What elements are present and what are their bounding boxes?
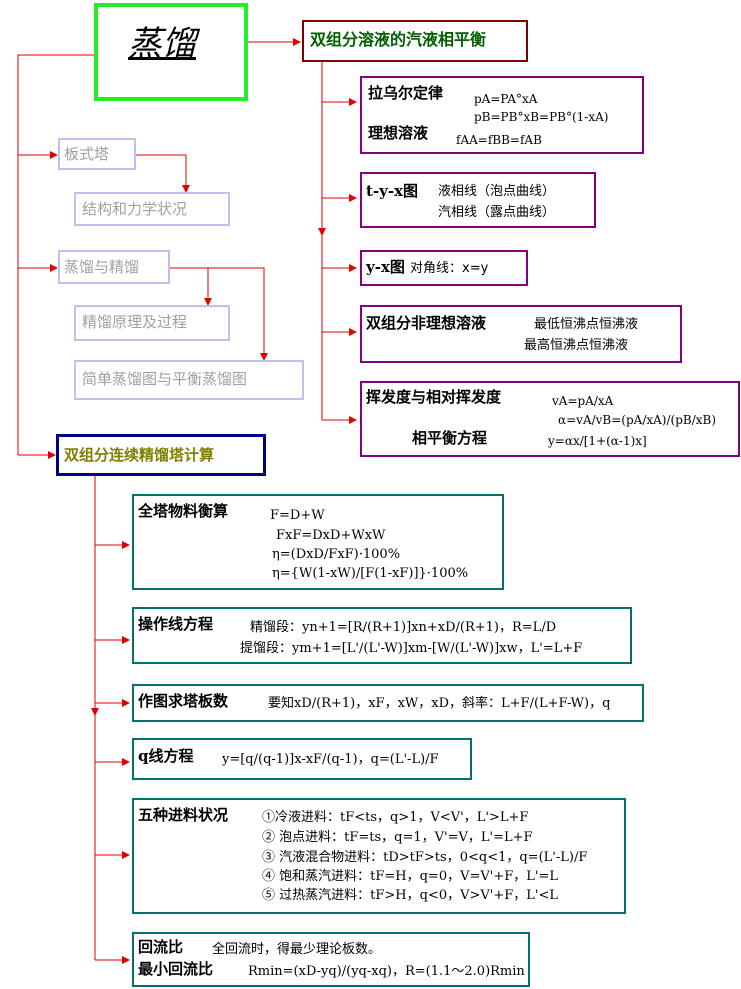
minreflux-title: 最小回流比 [138, 960, 214, 978]
material-3: η=(DxD/FxF)·100% [272, 547, 401, 562]
plate-tower-box [58, 138, 136, 170]
plates-text: 要知xD/(R+1)，xF，xW，xD，斜率：L+F/(L+F-W)，q [268, 696, 611, 711]
equilibrium-header-box [302, 20, 528, 62]
simple-box [74, 360, 304, 400]
title-box [94, 3, 248, 101]
yx-box [360, 250, 528, 286]
distill-box [58, 250, 170, 284]
tyx-vapor: 汽相线（露点曲线） [438, 205, 556, 220]
ideal-title: 理想溶液 [368, 124, 429, 142]
arrow-to-simple [170, 267, 268, 361]
operating-rect: 精馏段：yn+1=[R/(R+1)]xn+xD/(R+1)，R=L/D [250, 620, 557, 635]
operating-strip: 提馏段：ym+1=[L'/(L'-W)]xm-[W/(L'-W)]xw，L'=L… [240, 641, 583, 656]
nonideal-min: 最低恒沸点恒沸液 [534, 317, 639, 332]
tyx-liquid: 液相线（泡点曲线） [438, 184, 556, 199]
distill-label: 蒸馏与精馏 [64, 258, 140, 276]
feed-4: ④ 饱和蒸汽进料：tF=H，q=0，V=V'+F，L'=L [262, 869, 558, 884]
feed-title: 五种进料状况 [138, 806, 229, 824]
nonideal-max: 最高恒沸点恒沸液 [524, 338, 629, 353]
tyx-title: t-y-x图 [366, 182, 419, 200]
feed-2: ② 泡点进料：tF=ts，q=1，V'=V，L'=L+F [262, 830, 533, 845]
tyx-box [360, 172, 596, 228]
raoult-title: 拉乌尔定律 [368, 84, 444, 102]
qline-text: y=[q/(q-1)]x-xF/(q-1)，q=(L'-L)/F [222, 752, 439, 767]
structure-box [74, 192, 230, 226]
principle-box [74, 305, 230, 341]
equilibrium-header: 双组分溶液的汽液相平衡 [310, 30, 487, 49]
qline-title: q线方程 [138, 747, 194, 765]
feed-3: ③ 汽液混合物进料：tD>tF>ts，0<q<1，q=(L'-L)/F [262, 850, 588, 865]
plates-title: 作图求塔板数 [138, 692, 229, 710]
raoult-box [360, 76, 644, 154]
feed-box [132, 798, 626, 914]
operating-box [132, 607, 632, 664]
volatility-eq-title: 相平衡方程 [412, 429, 488, 447]
material-4: η={W(1-xW)/[F(1-xF)]}·100% [272, 566, 469, 581]
reflux-title: 回流比 [138, 938, 184, 956]
material-2: FxF=DxD+WxW [276, 528, 386, 543]
arrow-to-structure [136, 154, 190, 193]
nonideal-box [360, 305, 682, 363]
structure-label: 结构和力学状况 [82, 200, 188, 218]
reflux-text: 全回流时，得最少理论板数。 [212, 942, 382, 957]
ideal-f: fAA=fBB=fAB [456, 133, 542, 147]
volatility-va: vA=pA/xA [552, 394, 614, 408]
material-title: 全塔物料衡算 [138, 502, 229, 520]
qline-box [132, 738, 472, 780]
material-box [132, 494, 504, 590]
volatility-eq: y=αx/[1+(α-1)x] [548, 434, 647, 448]
left-trunk [17, 54, 94, 455]
volatility-alpha: α=vA/vB=(pA/xA)/(pB/xB) [558, 413, 717, 427]
nonideal-title: 双组分非理想溶液 [366, 314, 487, 332]
volatility-box [360, 381, 740, 457]
yx-title: y-x图 [366, 258, 405, 276]
minreflux-text: Rmin=(xD-yq)/(yq-xq)，R=(1.1～2.0)Rmin [248, 964, 525, 979]
plate-tower-label: 板式塔 [64, 145, 110, 163]
simple-label: 简单蒸馏图与平衡蒸馏图 [82, 370, 248, 388]
continuous-box [56, 434, 266, 476]
feed-1: ①冷液进料：tF<ts，q>1，V<V'，L'>L+F [262, 810, 529, 825]
material-1: F=D+W [270, 508, 325, 523]
feed-5: ⑤ 过热蒸汽进料：tF>H，q<0，V>V'+F，L'<L [262, 888, 558, 903]
reflux-box [132, 932, 530, 987]
operating-title: 操作线方程 [138, 615, 214, 633]
arrow-to-principle [170, 267, 212, 306]
volatility-title: 挥发度与相对挥发度 [366, 388, 502, 406]
principle-label: 精馏原理及过程 [82, 313, 188, 331]
raoult-pa: pA=PA°xA [474, 92, 538, 106]
continuous-label: 双组分连续精馏塔计算 [64, 446, 215, 464]
title-text: 蒸馏 [128, 24, 196, 64]
raoult-pb: pB=PB°xB=PB°(1-xA) [474, 110, 609, 124]
yx-text: 对角线：x=y [410, 261, 489, 276]
plates-box [132, 684, 644, 722]
